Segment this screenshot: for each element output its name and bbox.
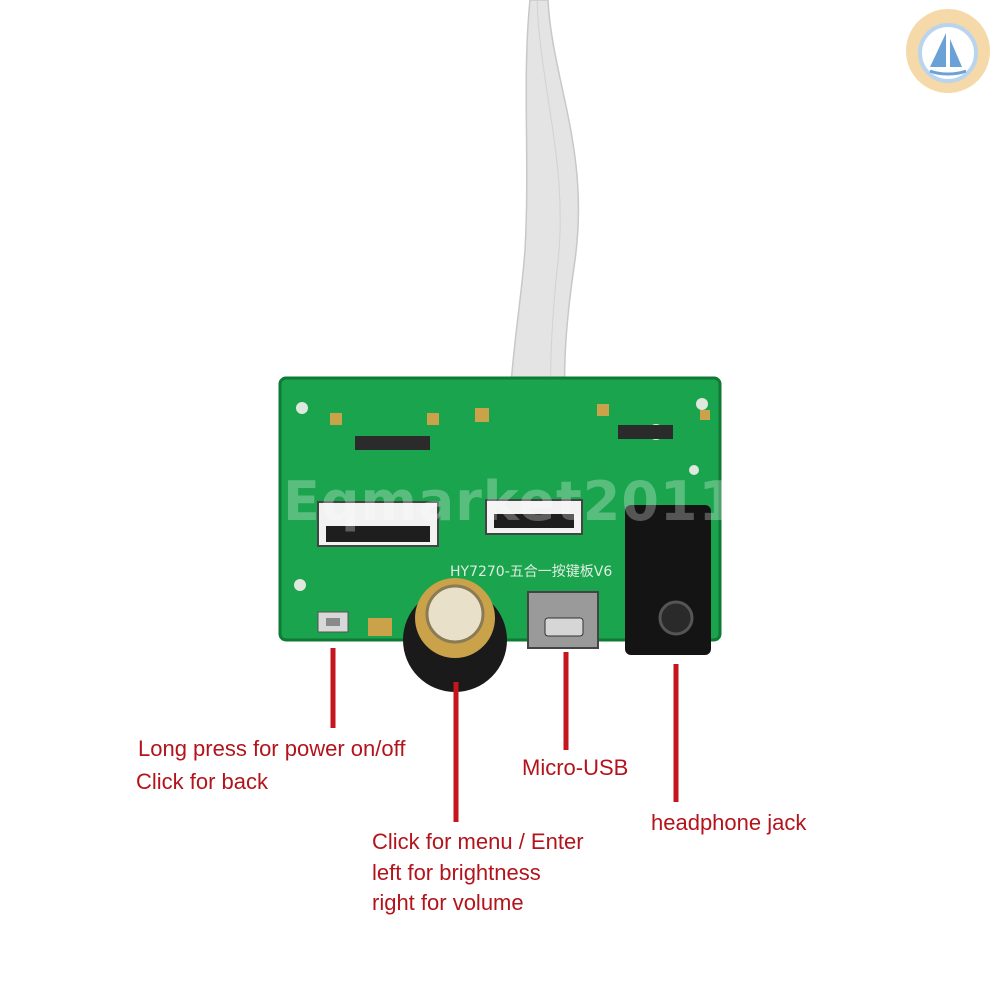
label-usb: Micro-USB [522, 755, 629, 780]
label-joystick-line1: Click for menu / Enter [372, 829, 584, 854]
label-joystick-line3: right for volume [372, 890, 524, 915]
pcb-board [278, 376, 722, 692]
market-logo [906, 9, 990, 93]
board-silkscreen: HY7270-五合一按键板V6 [450, 564, 612, 580]
label-power-line1: Long press for power on/off [138, 736, 406, 761]
label-headphone: headphone jack [651, 810, 807, 835]
label-joystick-line2: left for brightness [372, 860, 541, 885]
label-power-line2: Click for back [136, 769, 269, 794]
watermark: Eqmarket2011 [283, 470, 738, 533]
